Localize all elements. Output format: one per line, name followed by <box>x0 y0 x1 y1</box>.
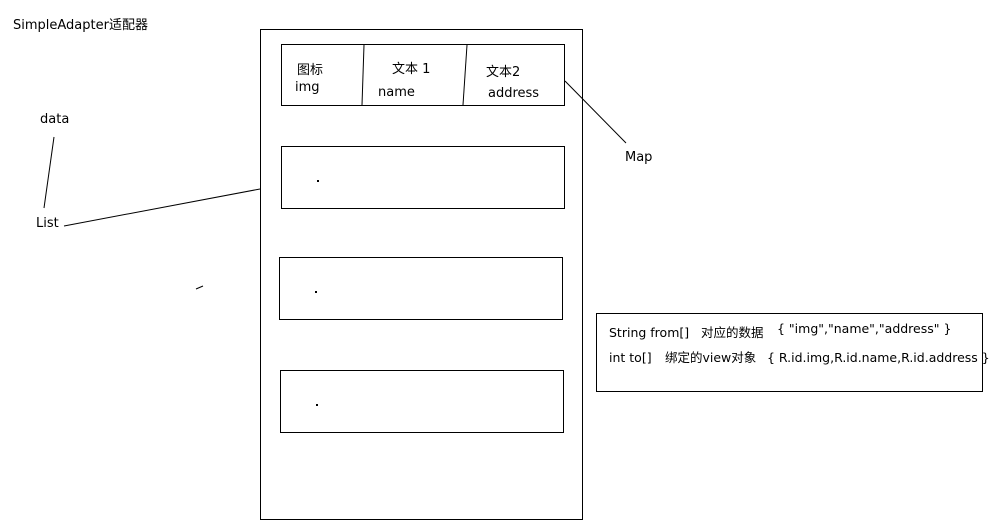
cell-text1-label: 文本 1 <box>392 62 431 77</box>
from-desc: 对应的数据 <box>701 325 764 340</box>
cell-divider-2 <box>462 44 468 106</box>
cell-text2-key: address <box>488 86 540 101</box>
map-label: Map <box>625 150 653 165</box>
data-to-list-line <box>43 136 55 209</box>
data-label: data <box>40 112 70 127</box>
list-item-row-map <box>281 44 565 106</box>
to-prefix: int to[] <box>609 350 652 365</box>
list-to-listview-line <box>63 188 261 227</box>
to-desc: 绑定的view对象 <box>665 350 757 365</box>
list-view-container <box>260 29 583 520</box>
stray-mark <box>195 285 204 290</box>
cell-icon-label: 图标 <box>297 63 324 78</box>
to-values: { R.id.img,R.id.name,R.id.address } <box>767 350 990 365</box>
cell-text2-label: 文本2 <box>486 65 521 80</box>
row-to-map-line <box>564 80 627 144</box>
from-values: { "img","name","address" } <box>777 321 952 336</box>
placeholder-dot <box>316 404 318 406</box>
cell-divider-1 <box>361 44 365 106</box>
list-item-row <box>279 257 563 320</box>
cell-text1-key: name <box>378 85 415 100</box>
list-label: List <box>36 216 59 231</box>
list-item-row <box>281 146 565 209</box>
cell-icon-key: img <box>295 80 320 95</box>
from-prefix: String from[] <box>609 325 690 340</box>
list-item-row <box>280 370 564 433</box>
placeholder-dot <box>317 180 319 182</box>
mapping-box <box>596 313 983 392</box>
placeholder-dot <box>315 291 317 293</box>
diagram-title: SimpleAdapter适配器 <box>13 18 148 33</box>
